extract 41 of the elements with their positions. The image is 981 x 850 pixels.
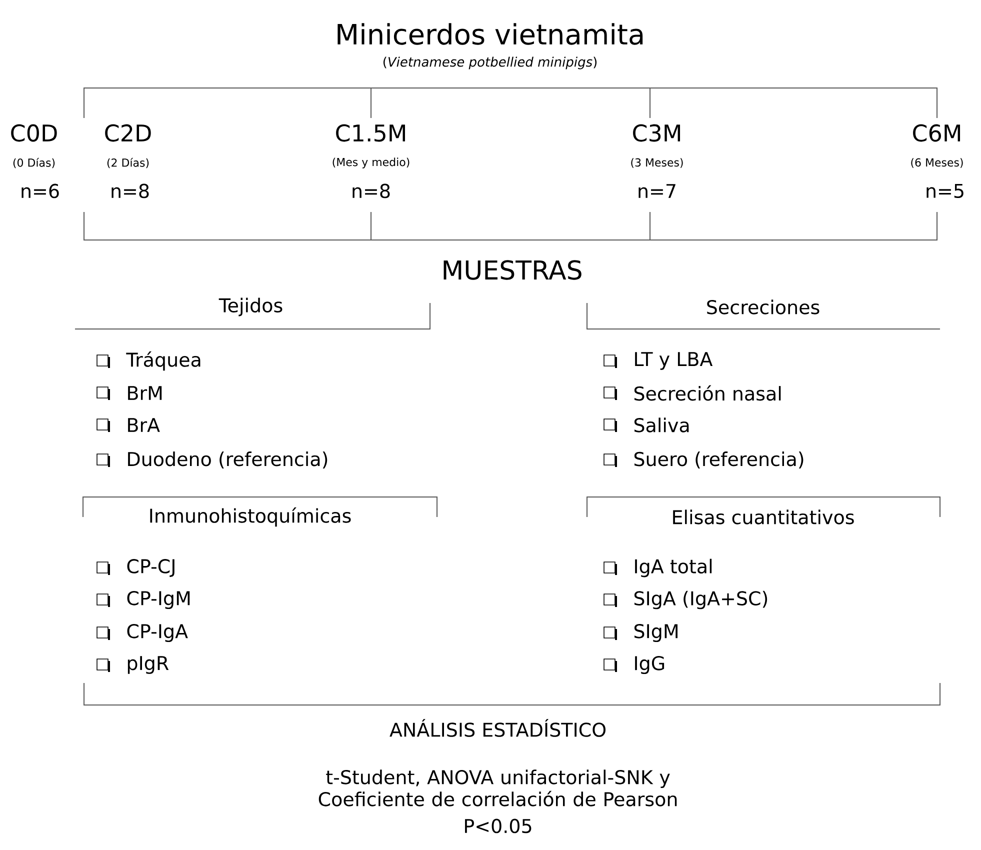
list-item: IgG — [635, 656, 664, 674]
sample-size: n=8 — [112, 184, 149, 198]
group-code: C6M — [913, 124, 960, 142]
list-item: IgA total — [635, 558, 712, 578]
section-heading: ANÁLISIS ESTADÍSTICO — [390, 719, 606, 737]
list-item: Tráquea — [126, 351, 200, 371]
age-label: (2 Días) — [107, 158, 149, 168]
group-code: C3M — [633, 124, 680, 142]
group-code: C0D — [11, 124, 57, 142]
list-item: Duodeno (referencia) — [128, 452, 328, 468]
title: Minicerdos vietnamita — [338, 23, 643, 45]
method-text: t-Student, ANOVA unifactorial-SNK y Coeficiente de correlación de Pearson — [318, 770, 677, 806]
list-item: CP-IgM — [127, 590, 190, 610]
age-label: (6 Meses) — [911, 158, 963, 168]
group-heading: Inmunohistoquímicas — [150, 507, 351, 527]
group-heading: Elisas cuantitativos — [673, 510, 854, 524]
list-item: CP-CJ — [127, 559, 174, 577]
list-item: SIgA (IgA+SC) — [634, 590, 768, 610]
age-label: (3 Meses) — [631, 158, 683, 168]
list-item: LT y LBA — [635, 352, 713, 370]
group-code: C1.5M — [336, 124, 405, 142]
list-item: Secreción nasal — [634, 385, 781, 401]
sample-size: n=7 — [638, 184, 676, 198]
group-code: C2D — [105, 124, 151, 142]
list-item: Saliva — [634, 418, 689, 432]
sample-size: n=5 — [926, 184, 964, 198]
group-heading: Secreciones — [707, 300, 820, 314]
sample-size: n=8 — [352, 184, 390, 198]
section-heading: MUESTRAS — [444, 260, 582, 280]
list-item: BrM — [128, 386, 162, 400]
subtitle: (Vietnamese potbellied minipigs) — [383, 56, 597, 70]
significance-text: P<0.05 — [465, 818, 532, 834]
list-item: SIgM — [634, 624, 678, 642]
group-heading: Tejidos — [218, 298, 282, 316]
list-item: BrA — [128, 418, 160, 432]
sample-size: n=6 — [22, 184, 59, 198]
list-item: Suero (referencia) — [634, 452, 804, 468]
list-item: pIgR — [128, 656, 169, 674]
age-label: (0 Días) — [13, 158, 55, 168]
age-label: (Mes y medio) — [332, 158, 410, 168]
list-item: CP-IgA — [127, 624, 188, 642]
